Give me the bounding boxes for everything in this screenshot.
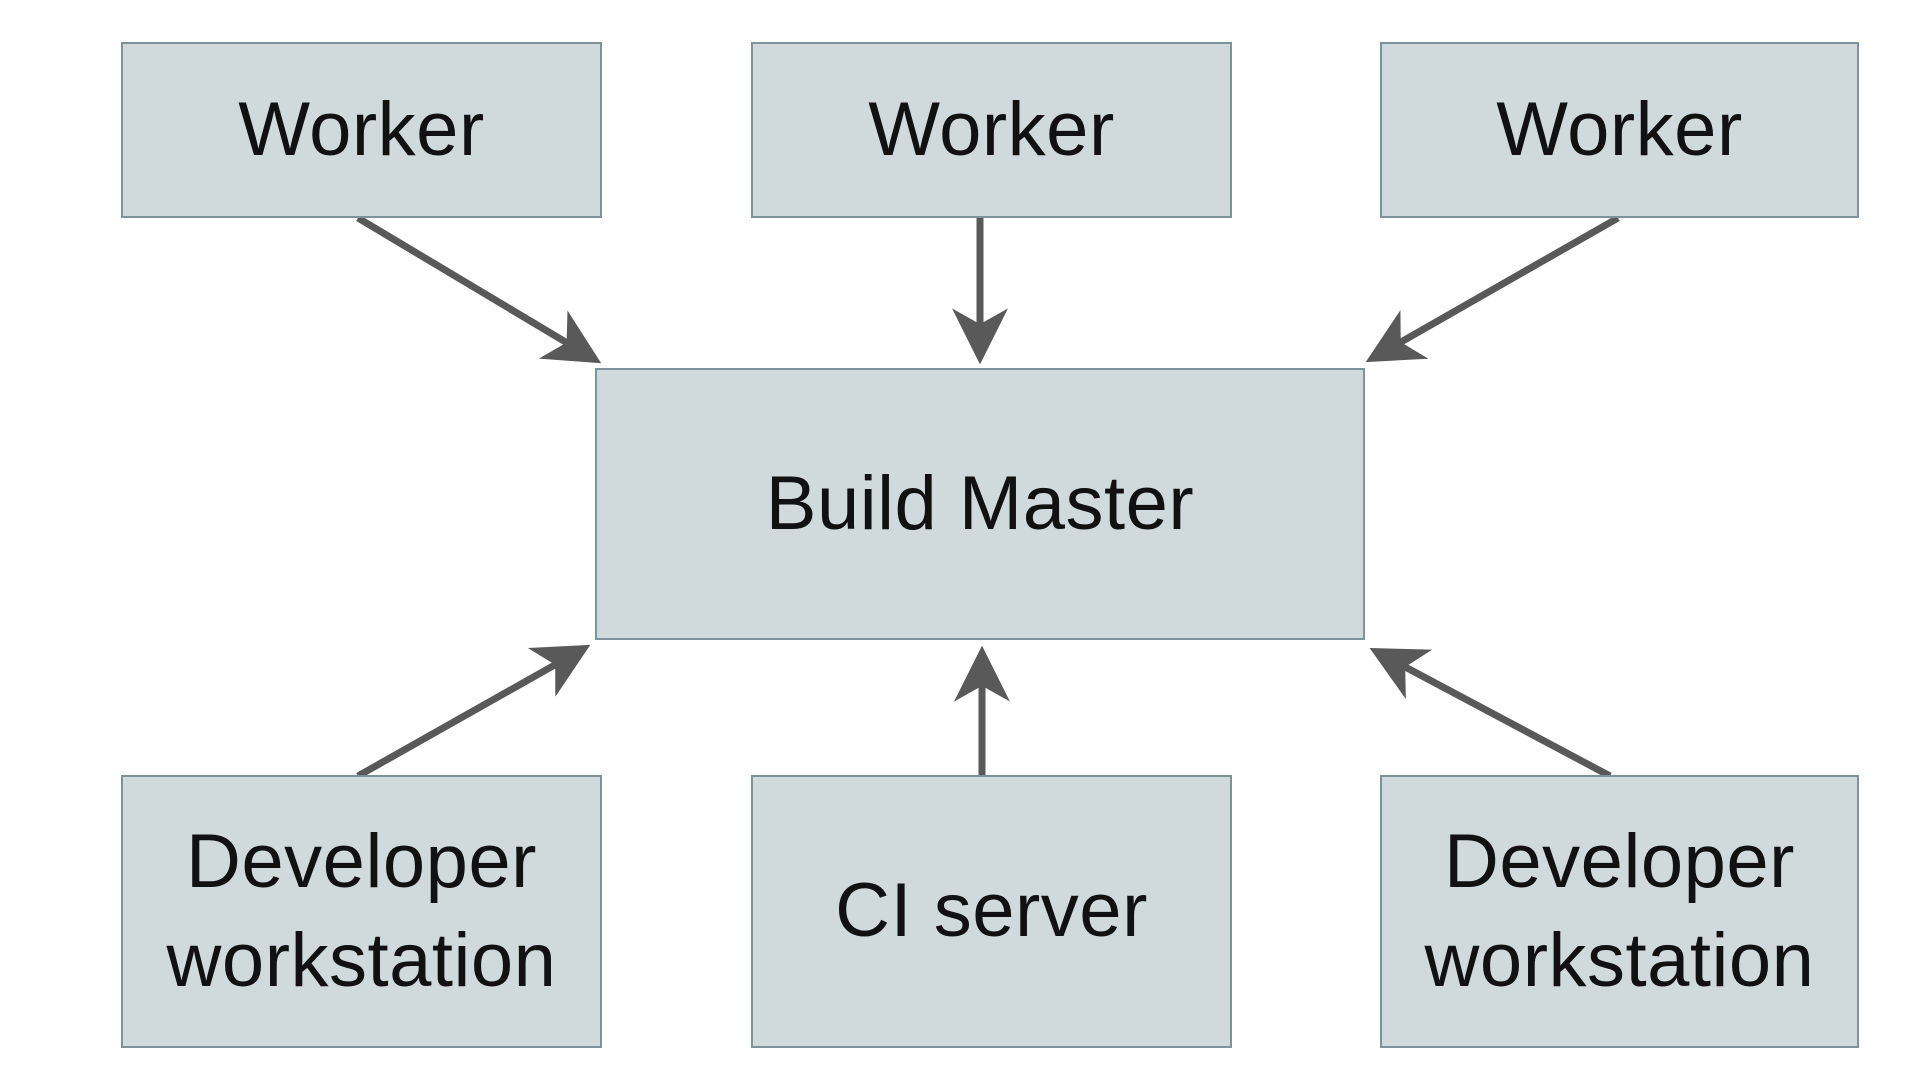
arrow-dev-workstation-2-to-build-master bbox=[1369, 648, 1612, 780]
node-developer-workstation-1-label: Developer workstation bbox=[166, 818, 557, 1003]
node-worker-2-label: Worker bbox=[868, 86, 1115, 172]
node-worker-3-label: Worker bbox=[1496, 86, 1743, 172]
node-developer-workstation-1: Developer workstation bbox=[121, 775, 602, 1048]
arrow-worker-3-to-build-master bbox=[1365, 214, 1620, 363]
node-build-master-label: Build Master bbox=[765, 460, 1195, 546]
node-developer-workstation-2: Developer workstation bbox=[1380, 775, 1859, 1048]
arrow-dev-workstation-1-to-build-master bbox=[356, 644, 591, 780]
node-ci-server: CI server bbox=[751, 775, 1232, 1048]
node-worker-1: Worker bbox=[121, 42, 602, 218]
node-worker-1-label: Worker bbox=[238, 86, 485, 172]
node-worker-2: Worker bbox=[751, 42, 1232, 218]
node-developer-workstation-2-label: Developer workstation bbox=[1424, 818, 1815, 1003]
node-worker-3: Worker bbox=[1380, 42, 1859, 218]
node-build-master: Build Master bbox=[595, 368, 1365, 640]
node-ci-server-label: CI server bbox=[835, 868, 1148, 954]
arrow-worker-1-to-build-master bbox=[356, 214, 602, 364]
